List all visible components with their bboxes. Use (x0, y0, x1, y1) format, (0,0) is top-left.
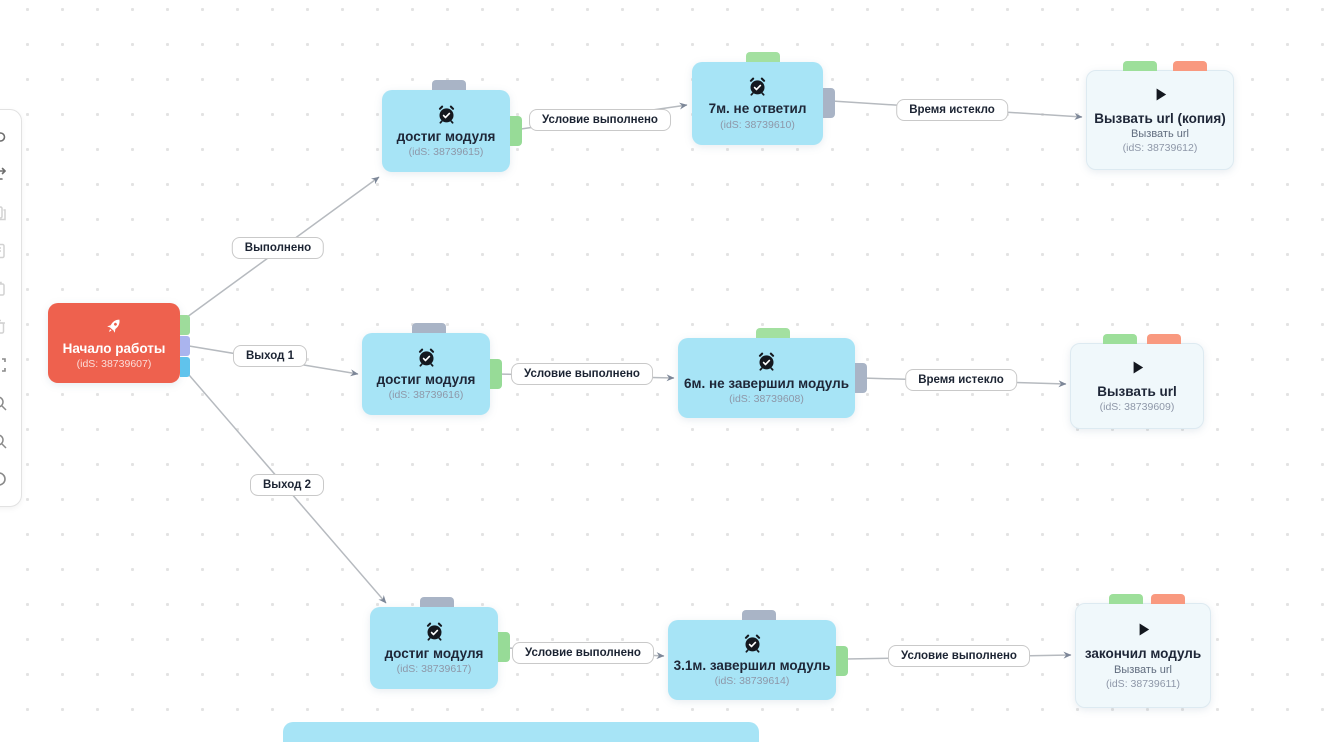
node-title: закончил модуль (1084, 646, 1202, 662)
redo-icon[interactable] (0, 166, 8, 184)
node-title: 7м. не ответил (708, 101, 807, 117)
alarm-check-icon (756, 351, 777, 373)
flow-node-timer-no-answer[interactable]: 7м. не ответил(idS: 38739610) (692, 52, 835, 145)
connection-port[interactable] (1147, 334, 1181, 344)
connection-port[interactable] (855, 363, 867, 393)
play-icon (1152, 86, 1169, 108)
node-id-label: (idS: 38739612) (1122, 142, 1198, 155)
node-title: достиг модуля (396, 128, 496, 144)
flow-node-timer-reach-1[interactable]: достиг модуля (idS: 38739615) (382, 80, 522, 172)
node-subtitle: Вызвать url (1131, 128, 1189, 141)
edge-label[interactable]: Условие выполнено (511, 363, 653, 385)
flow-node-timer-reach-3[interactable]: достиг модуля (idS: 38739617) (370, 597, 510, 689)
node-id-label: (idS: 38739615) (408, 146, 484, 159)
flow-node-call-url-copy[interactable]: Вызвать url (копия) Вызвать url(idS: 3873… (1086, 61, 1234, 170)
edge-label[interactable]: Условие выполнено (529, 109, 671, 131)
fit-view-icon[interactable] (0, 356, 8, 374)
delete-icon (0, 318, 8, 336)
edge-label[interactable]: Условие выполнено (888, 645, 1030, 667)
flow-node-timer-not-finished[interactable]: 6м. не завершил модуль (idS: 38739608) (678, 328, 867, 418)
rocket-icon (104, 316, 124, 338)
node-subtitle: Вызвать url (1114, 663, 1172, 676)
alarm-check-icon (747, 76, 768, 98)
connection-port[interactable] (180, 336, 190, 356)
paste-icon (0, 280, 8, 298)
alarm-check-icon (436, 104, 457, 126)
edge-label[interactable]: Выполнено (231, 237, 325, 259)
connection-port[interactable] (510, 116, 522, 146)
node-id-label: (idS: 38739614) (714, 675, 790, 688)
node-title: Вызвать url (1097, 383, 1177, 399)
connection-port[interactable] (1123, 61, 1157, 71)
connection-port[interactable] (1109, 594, 1143, 604)
connection-port[interactable] (823, 88, 835, 118)
edge-label[interactable]: Время истекло (896, 99, 1008, 121)
canvas-toolbar (0, 109, 22, 507)
connection-port[interactable] (836, 646, 848, 676)
connection-port[interactable] (420, 597, 454, 607)
node-title: 3.1м. завершил модуль (673, 657, 831, 673)
connection-port[interactable] (490, 359, 502, 389)
flow-node-partial-bottom[interactable] (283, 722, 759, 742)
node-title: Вызвать url (копия) (1094, 110, 1226, 126)
node-id-label: (idS: 38739609) (1099, 401, 1175, 414)
node-id-label: (idS: 38739616) (388, 389, 464, 402)
node-id-label: (idS: 38739608) (729, 393, 804, 406)
connection-port[interactable] (1173, 61, 1207, 71)
node-id-label: (idS: 38739611) (1106, 677, 1180, 690)
connection-port[interactable] (432, 80, 466, 90)
connection-port[interactable] (756, 328, 790, 338)
alarm-check-icon (416, 347, 437, 369)
node-id-label: (idS: 38739617) (396, 663, 472, 676)
edge-label[interactable]: Выход 1 (233, 345, 307, 367)
edge-label[interactable]: Условие выполнено (512, 642, 654, 664)
cut-icon (0, 242, 8, 260)
node-title: достиг модуля (376, 371, 476, 387)
copy-icon (0, 204, 8, 222)
zoom-in-icon[interactable] (0, 394, 8, 412)
node-title: Начало работы (62, 340, 166, 356)
connection-port[interactable] (180, 315, 190, 335)
connection-port[interactable] (180, 357, 190, 377)
connection-port[interactable] (412, 323, 446, 333)
zoom-out-icon[interactable] (0, 432, 8, 450)
node-title: достиг модуля (384, 645, 484, 661)
edge-label[interactable]: Время истекло (905, 369, 1017, 391)
connection-port[interactable] (746, 52, 780, 62)
node-id-label: (idS: 38739610) (720, 118, 795, 131)
connection-port[interactable] (1103, 334, 1137, 344)
connection-port[interactable] (498, 632, 510, 662)
node-title: 6м. не завершил модуль (683, 375, 850, 391)
connection-port[interactable] (742, 610, 776, 620)
edge-label[interactable]: Выход 2 (250, 474, 324, 496)
play-icon (1129, 359, 1146, 381)
reset-zoom-icon[interactable] (0, 470, 8, 488)
alarm-check-icon (742, 633, 763, 655)
connection-port[interactable] (1151, 594, 1185, 604)
flow-node-start[interactable]: Начало работы (idS: 38739607) (48, 303, 190, 383)
alarm-check-icon (424, 621, 445, 643)
play-icon (1135, 621, 1152, 643)
flow-node-call-url[interactable]: Вызвать url (idS: 38739609) (1070, 334, 1204, 429)
undo-icon[interactable] (0, 128, 8, 146)
flow-node-timer-finished[interactable]: 3.1м. завершил модуль (idS: 38739614) (668, 610, 848, 700)
node-id-label: (idS: 38739607) (76, 358, 152, 371)
flow-node-timer-reach-2[interactable]: достиг модуля (idS: 38739616) (362, 323, 502, 415)
